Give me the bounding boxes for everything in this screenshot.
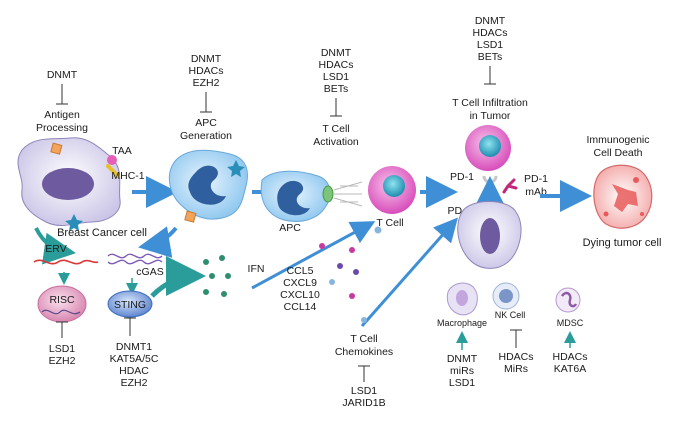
tcell-activation-line1: T Cell <box>322 123 349 135</box>
arrow-sting-to-ifn <box>150 256 206 298</box>
ifn-molecules <box>203 255 231 297</box>
macrophage-reg-3: LSD1 <box>449 377 475 389</box>
dnmt-label: DNMT <box>47 69 78 81</box>
macrophage-cell <box>446 282 478 316</box>
breast-cancer-label: Breast Cancer cell <box>57 227 147 239</box>
erv-label: ERV <box>45 243 66 255</box>
inhibition-line-tcell-act <box>330 98 342 117</box>
infiltration-line1: T Cell Infiltration <box>452 97 528 109</box>
breast-cancer-cell <box>17 137 121 231</box>
antigen-label-line1: Antigen <box>44 109 80 121</box>
tcell <box>368 166 416 214</box>
chemokine-molecules <box>319 226 382 323</box>
arrow-to-cgas <box>138 226 178 258</box>
apc-generation-line1: APC <box>195 117 217 129</box>
inhibition-line-nk <box>510 329 522 348</box>
apc-gen-reg-2: HDACs <box>188 65 223 77</box>
mdsc-cell <box>555 287 581 313</box>
tcell-act-reg-2: HDACs <box>318 59 353 71</box>
nk-cell-label: NK Cell <box>495 310 526 320</box>
inhibition-line-sting <box>124 317 136 336</box>
sting-reg-3: HDAC <box>119 365 149 377</box>
synapse-lines <box>333 181 363 207</box>
apc-gen-reg-1: DNMT <box>191 53 222 65</box>
erv-rna-strand <box>33 259 99 265</box>
pd1-pdl1-binding <box>470 175 518 216</box>
chemokine-3: CXCL10 <box>280 289 320 301</box>
nk-cell <box>492 282 520 310</box>
nk-reg-1: HDACs <box>498 351 533 363</box>
arrow-ifn-to-tcell <box>251 221 376 290</box>
cancer-nucleus <box>42 168 94 200</box>
dying-tumor-cell <box>593 164 653 229</box>
mdsc-reg-1: HDACs <box>552 351 587 363</box>
arrow-to-erv <box>34 227 76 265</box>
mdsc-reg-2: KAT6A <box>554 363 586 375</box>
antigen-label-line2: Processing <box>36 122 88 134</box>
mhc1-receptor <box>106 164 120 178</box>
chemokine-reg-1: LSD1 <box>351 385 377 397</box>
sting-reg-2: KAT5A/5C <box>110 353 159 365</box>
infil-reg-3: LSD1 <box>477 39 503 51</box>
cgas-label: cGAS <box>136 266 163 278</box>
chemokine-4: CCL14 <box>284 301 317 313</box>
sting-label: STING <box>114 299 146 311</box>
tcell-act-reg-4: BETs <box>324 83 349 95</box>
macrophage-reg-2: miRs <box>450 365 474 377</box>
chemokine-reg-2: JARID1B <box>342 397 385 409</box>
mhc1-label: MHC-1 <box>111 170 144 182</box>
nk-reg-2: MiRs <box>504 363 528 375</box>
infil-reg-1: DNMT <box>475 15 506 27</box>
infil-reg-2: HDACs <box>472 27 507 39</box>
apc-generation-cell <box>168 149 248 223</box>
chemokine-2: CXCL9 <box>283 277 317 289</box>
ifn-label: IFN <box>248 263 265 275</box>
taa-label: TAA <box>112 145 132 157</box>
apc-label: APC <box>279 222 301 234</box>
pd1-mab-line1: PD-1 <box>524 173 548 185</box>
tumor-cell-infiltration <box>457 201 522 269</box>
risc-reg-1: LSD1 <box>49 343 75 355</box>
immunogenic-line2: Cell Death <box>593 147 642 159</box>
inhibition-line-dnmt <box>56 84 68 105</box>
mdsc-label: MDSC <box>557 318 584 328</box>
infiltrating-tcell <box>465 125 511 171</box>
tcell-chemokines-line1: T Cell <box>350 333 377 345</box>
apc-generation-line2: Generation <box>180 130 232 142</box>
tcell-activation-line2: Activation <box>313 136 359 148</box>
sting-reg-1: DNMT1 <box>116 341 152 353</box>
dying-tumor-label: Dying tumor cell <box>583 237 662 249</box>
pd1-mab-antibody <box>502 178 518 194</box>
macrophage-label: Macrophage <box>437 318 487 328</box>
pd1-label: PD-1 <box>450 171 474 183</box>
sting-reg-4: EZH2 <box>121 377 148 389</box>
cgas-dna <box>107 253 163 265</box>
arrow-chemokines-to-infiltration <box>360 217 458 327</box>
chemokine-1: CCL5 <box>287 265 314 277</box>
risc-reg-2: EZH2 <box>49 355 76 367</box>
immunogenic-line1: Immunogenic <box>586 134 649 146</box>
tcell-act-reg-1: DNMT <box>321 47 352 59</box>
infiltration-line2: in Tumor <box>470 110 511 122</box>
tcell-act-reg-3: LSD1 <box>323 71 349 83</box>
apc-gen-reg-3: EZH2 <box>193 77 220 89</box>
macrophage-reg-1: DNMT <box>447 353 478 365</box>
infil-reg-4: BETs <box>478 51 503 63</box>
risc-label: RISC <box>49 294 75 306</box>
inhibition-line-apc-gen <box>200 92 212 113</box>
tcell-label: T Cell <box>376 217 403 229</box>
inhibition-line-risc <box>56 321 68 338</box>
tcell-chemokines-line2: Chemokines <box>335 346 393 358</box>
apc-cell <box>260 170 334 222</box>
sting-protein <box>107 290 153 318</box>
taa-dot <box>107 155 117 165</box>
inhibition-line-chemokines <box>358 365 370 382</box>
inhibition-line-infiltration <box>484 66 496 85</box>
